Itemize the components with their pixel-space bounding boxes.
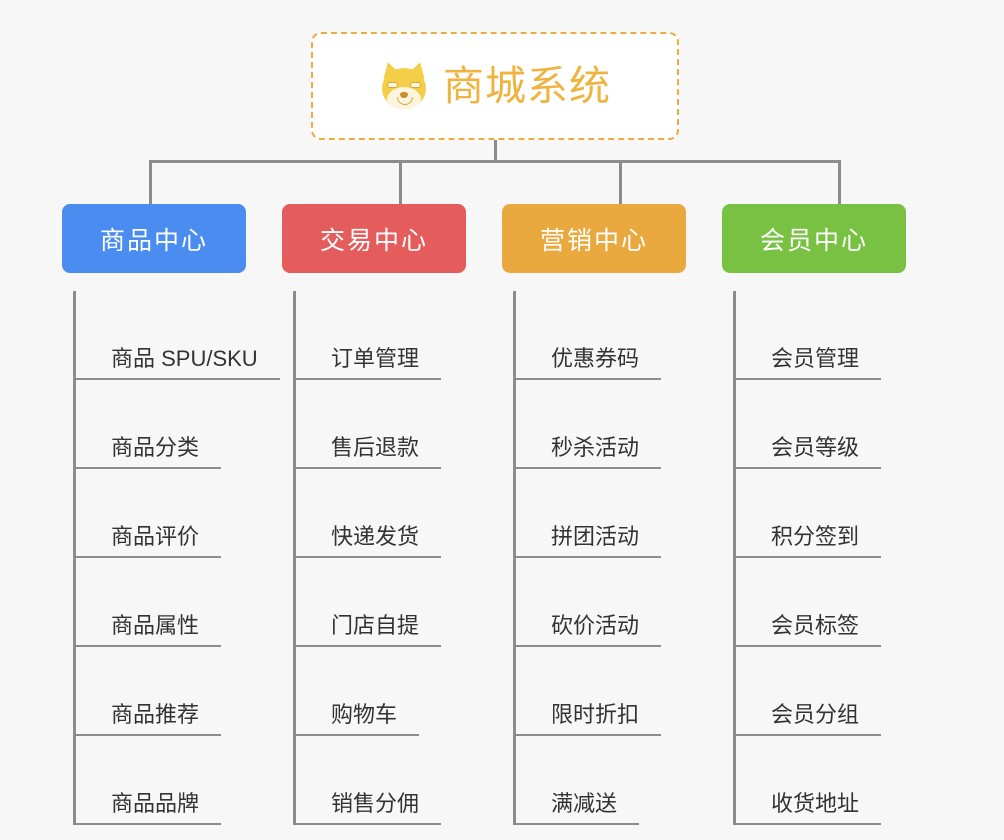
list-item[interactable]: 商品分类 xyxy=(76,380,222,469)
category-box-marketing-center[interactable]: 营销中心 xyxy=(502,204,686,273)
leaf-list-member-center: 会员管理 会员等级 积分签到 会员标签 会员分组 收货地址 xyxy=(733,291,882,825)
list-item[interactable]: 售后退款 xyxy=(296,380,442,469)
shiba-inu-icon xyxy=(379,59,429,111)
leaf-label: 秒杀活动 xyxy=(516,435,662,469)
category-label: 会员中心 xyxy=(759,226,868,255)
leaf-label: 收货地址 xyxy=(736,791,882,825)
connector-root-stem xyxy=(494,140,497,162)
root-node-mall-system[interactable]: 商城系统 xyxy=(311,32,679,140)
list-item[interactable]: 秒杀活动 xyxy=(516,380,662,469)
connector-drop-product-center xyxy=(149,160,152,205)
leaf-label: 会员标签 xyxy=(736,613,882,647)
list-item[interactable]: 收货地址 xyxy=(736,736,882,825)
root-title: 商城系统 xyxy=(443,62,611,109)
list-item[interactable]: 商品评价 xyxy=(76,469,222,558)
leaf-label: 会员管理 xyxy=(736,346,882,380)
leaf-label: 快递发货 xyxy=(296,524,442,558)
list-item[interactable]: 门店自提 xyxy=(296,558,442,647)
list-item[interactable]: 商品品牌 xyxy=(76,736,222,825)
list-item[interactable]: 商品推荐 xyxy=(76,647,222,736)
column-marketing-center: 营销中心 优惠券码 秒杀活动 拼团活动 砍价活动 限时折扣 满减送 xyxy=(502,204,722,825)
leaf-label: 销售分佣 xyxy=(296,791,442,825)
leaf-label: 优惠券码 xyxy=(516,346,662,380)
category-box-product-center[interactable]: 商品中心 xyxy=(62,204,246,273)
list-item[interactable]: 限时折扣 xyxy=(516,647,662,736)
leaf-label: 限时折扣 xyxy=(516,702,662,736)
list-item[interactable]: 会员等级 xyxy=(736,380,882,469)
leaf-label: 砍价活动 xyxy=(516,613,662,647)
leaf-label: 商品 SPU/SKU xyxy=(76,346,280,380)
leaf-label: 会员分组 xyxy=(736,702,882,736)
category-label: 商品中心 xyxy=(99,226,208,255)
list-item[interactable]: 商品属性 xyxy=(76,558,222,647)
connector-drop-member-center xyxy=(838,160,841,205)
list-item[interactable]: 砍价活动 xyxy=(516,558,662,647)
leaf-label: 门店自提 xyxy=(296,613,442,647)
list-item[interactable]: 商品 SPU/SKU xyxy=(76,291,280,380)
leaf-label: 会员等级 xyxy=(736,435,882,469)
leaf-label: 商品品牌 xyxy=(76,791,222,825)
category-label: 交易中心 xyxy=(319,226,428,255)
leaf-label: 售后退款 xyxy=(296,435,442,469)
category-columns: 商品中心 商品 SPU/SKU 商品分类 商品评价 商品属性 商品推荐 商品品牌… xyxy=(0,204,1004,825)
leaf-label: 商品属性 xyxy=(76,613,222,647)
list-item[interactable]: 快递发货 xyxy=(296,469,442,558)
list-item[interactable]: 购物车 xyxy=(296,647,420,736)
leaf-label: 商品分类 xyxy=(76,435,222,469)
leaf-label: 积分签到 xyxy=(736,524,882,558)
category-box-trade-center[interactable]: 交易中心 xyxy=(282,204,466,273)
connector-drop-trade-center xyxy=(399,160,402,205)
leaf-label: 商品推荐 xyxy=(76,702,222,736)
list-item[interactable]: 会员分组 xyxy=(736,647,882,736)
list-item[interactable]: 会员标签 xyxy=(736,558,882,647)
column-member-center: 会员中心 会员管理 会员等级 积分签到 会员标签 会员分组 收货地址 xyxy=(722,204,942,825)
list-item[interactable]: 订单管理 xyxy=(296,291,442,380)
category-label: 营销中心 xyxy=(539,226,648,255)
list-item[interactable]: 销售分佣 xyxy=(296,736,442,825)
leaf-list-marketing-center: 优惠券码 秒杀活动 拼团活动 砍价活动 限时折扣 满减送 xyxy=(513,291,662,825)
leaf-label: 购物车 xyxy=(296,702,420,736)
leaf-label: 拼团活动 xyxy=(516,524,662,558)
leaf-list-trade-center: 订单管理 售后退款 快递发货 门店自提 购物车 销售分佣 xyxy=(293,291,442,825)
leaf-label: 满减送 xyxy=(516,791,640,825)
connector-drop-marketing-center xyxy=(619,160,622,205)
leaf-label: 商品评价 xyxy=(76,524,222,558)
list-item[interactable]: 积分签到 xyxy=(736,469,882,558)
list-item[interactable]: 会员管理 xyxy=(736,291,882,380)
list-item[interactable]: 满减送 xyxy=(516,736,640,825)
connector-horizontal-bus xyxy=(150,160,840,163)
leaf-label: 订单管理 xyxy=(296,346,442,380)
leaf-list-product-center: 商品 SPU/SKU 商品分类 商品评价 商品属性 商品推荐 商品品牌 xyxy=(73,291,280,825)
list-item[interactable]: 优惠券码 xyxy=(516,291,662,380)
column-product-center: 商品中心 商品 SPU/SKU 商品分类 商品评价 商品属性 商品推荐 商品品牌 xyxy=(62,204,282,825)
column-trade-center: 交易中心 订单管理 售后退款 快递发货 门店自提 购物车 销售分佣 xyxy=(282,204,502,825)
list-item[interactable]: 拼团活动 xyxy=(516,469,662,558)
category-box-member-center[interactable]: 会员中心 xyxy=(722,204,906,273)
